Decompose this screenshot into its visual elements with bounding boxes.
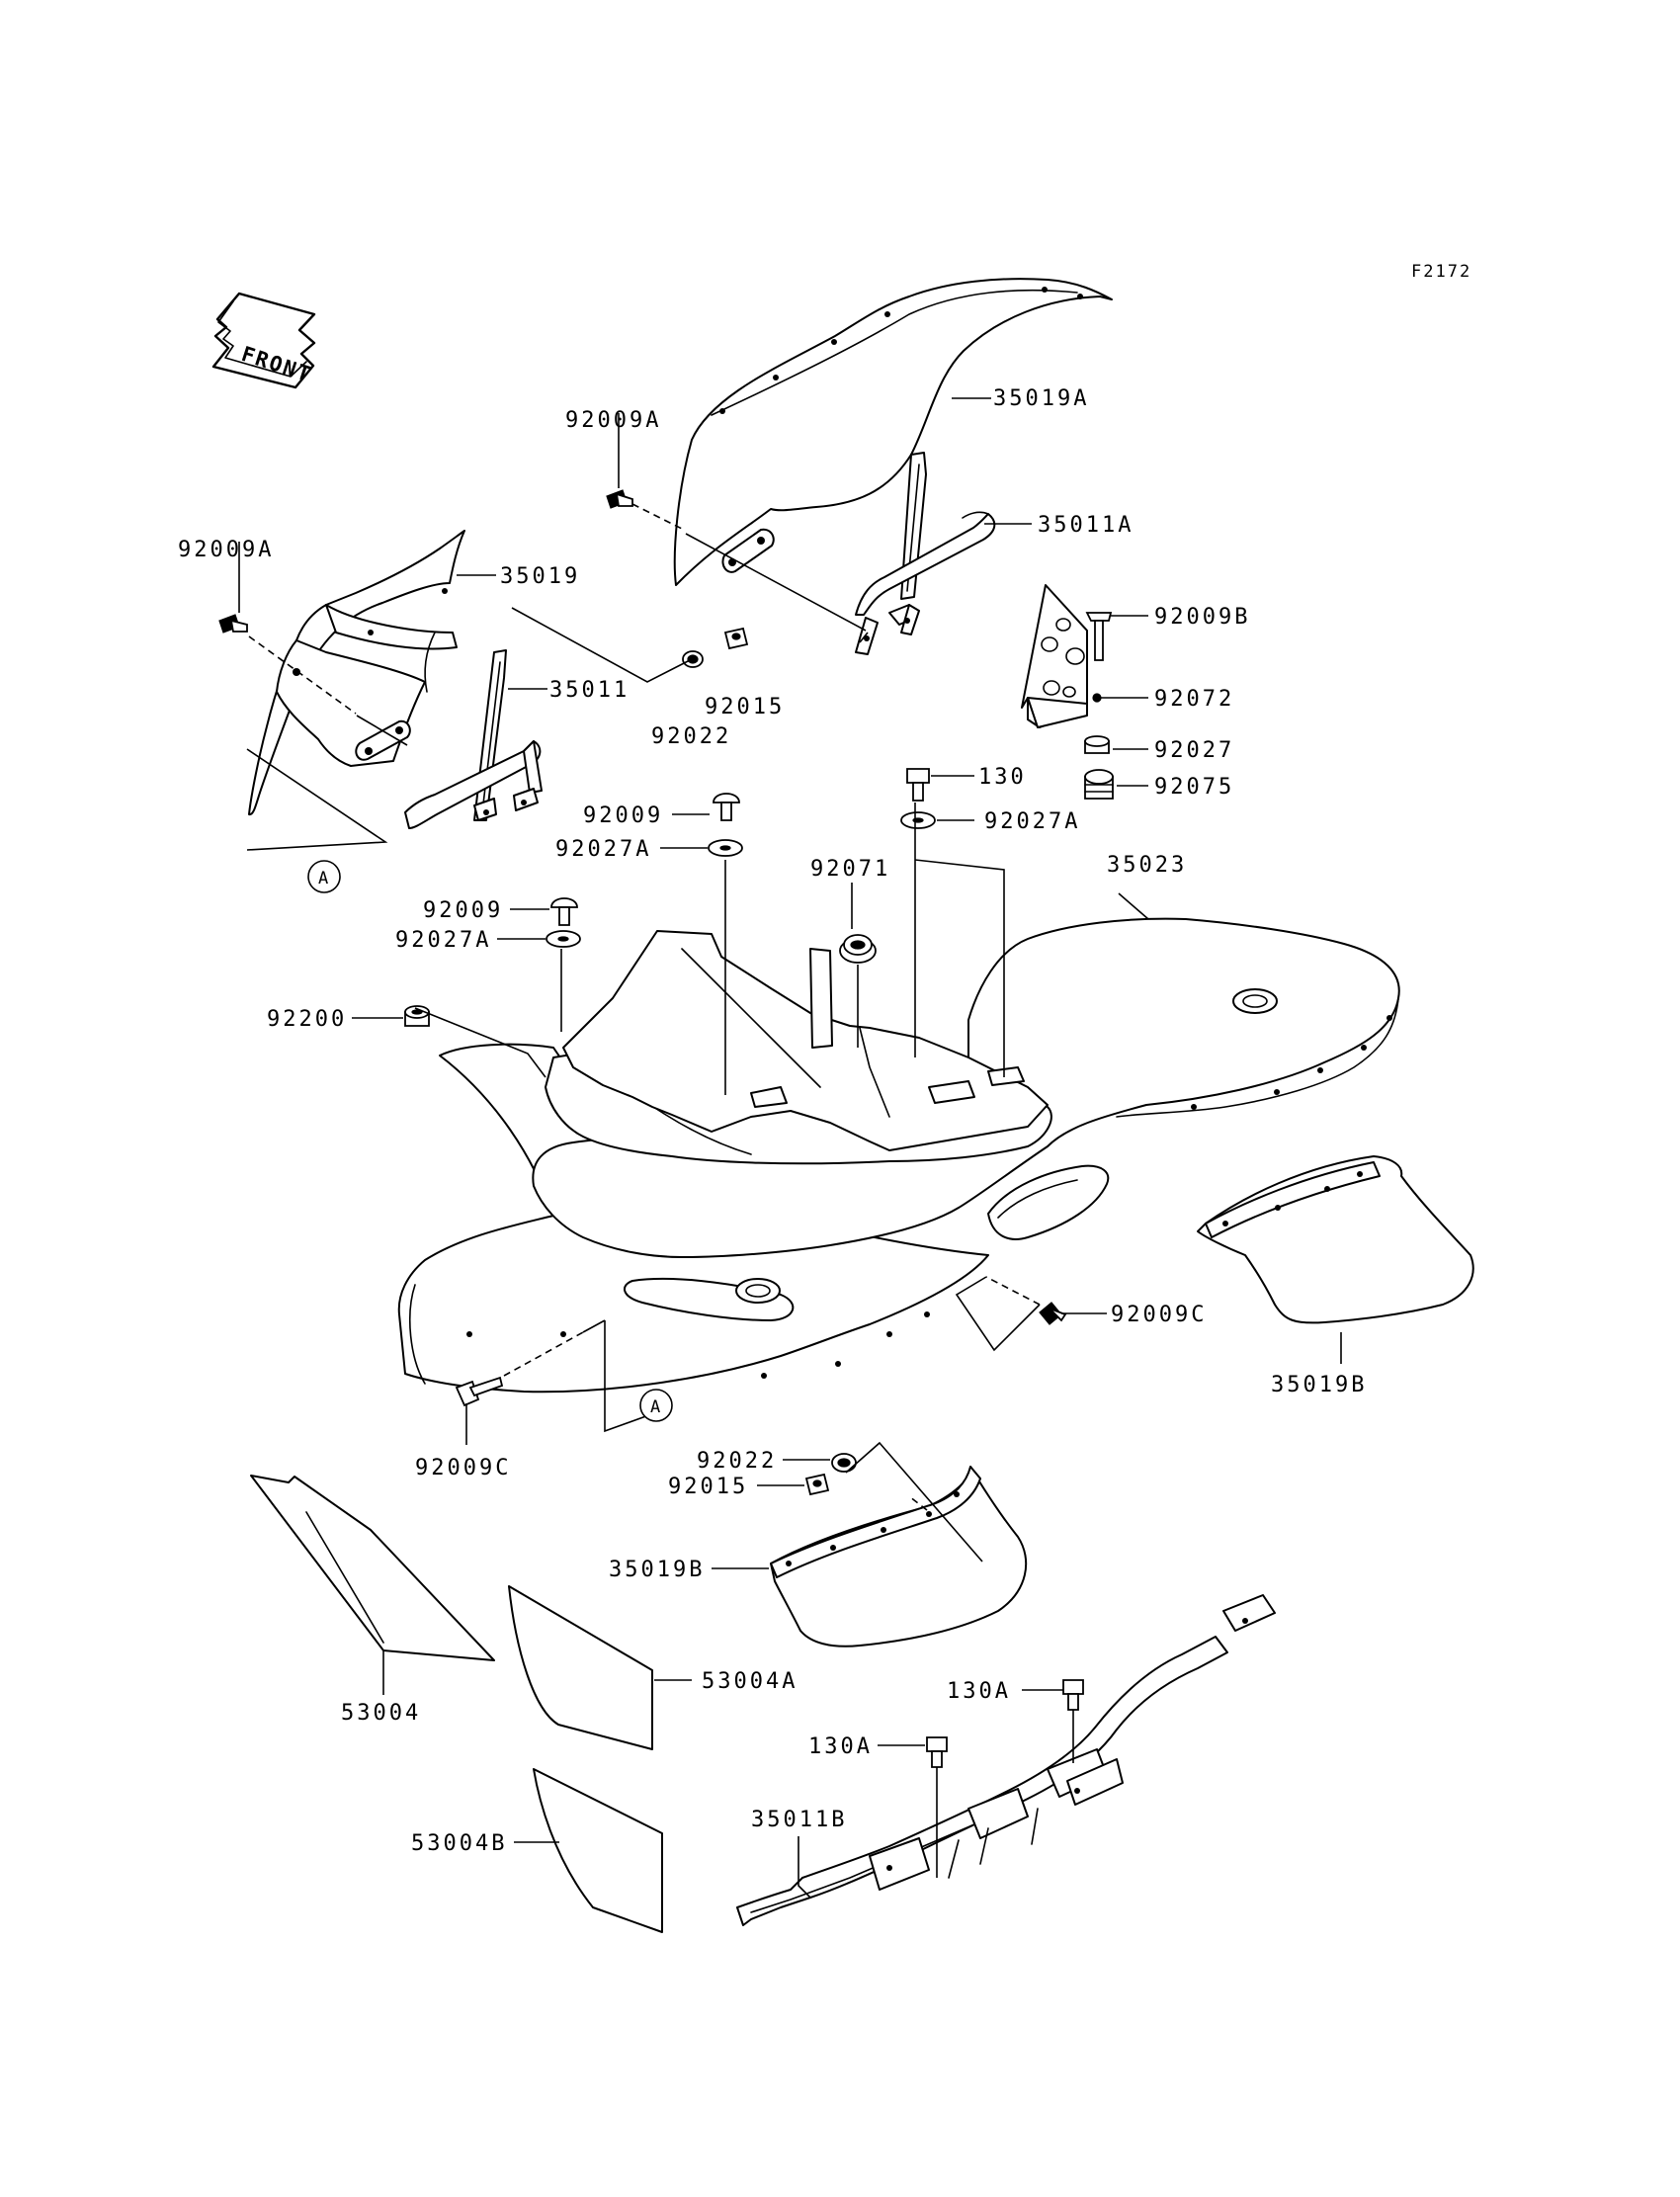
callout-35023: 35023: [1107, 853, 1187, 878]
bolt-92009b-icon: [1085, 612, 1113, 661]
bolt-92009c-right-icon: [1039, 1302, 1067, 1325]
callout-92075: 92075: [1154, 775, 1234, 800]
reference-mark-a-top: A: [307, 860, 341, 893]
part-92072-bracket-icon: [1021, 584, 1102, 728]
part-35011-bracket: [404, 649, 543, 829]
washer-92027a-right-icon: [900, 811, 936, 829]
bolt-92009c-left-icon: [455, 1376, 504, 1407]
grommet-92075-icon: [1084, 769, 1114, 800]
callout-92009a-top: 92009A: [565, 408, 661, 433]
callout-92022-top: 92022: [651, 724, 731, 749]
callout-92009-a: 92009: [583, 803, 663, 828]
part-35019b-mudflap-bottom: [770, 1466, 1028, 1648]
callout-92009a-left: 92009A: [178, 538, 274, 562]
callout-35011b: 35011B: [751, 1808, 847, 1832]
callout-92072: 92072: [1154, 687, 1234, 712]
callout-130: 130: [978, 765, 1027, 790]
part-53004-decal: [250, 1475, 495, 1661]
callout-92009c-right: 92009C: [1111, 1303, 1207, 1327]
callout-92027a-right: 92027A: [984, 809, 1080, 834]
callout-35011a: 35011A: [1038, 513, 1134, 538]
spacer-92200-icon: [404, 1005, 430, 1027]
part-35019b-mudflap-right: [1197, 1155, 1474, 1324]
callout-92009b: 92009B: [1154, 605, 1250, 630]
part-35019a-fender: [673, 278, 1113, 586]
callout-92015-bottom: 92015: [668, 1475, 748, 1499]
part-35023-rear-body: [397, 917, 1400, 1394]
callout-92027a-a: 92027A: [555, 837, 651, 862]
callout-35019b-right: 35019B: [1271, 1373, 1367, 1397]
callout-35019a: 35019A: [993, 386, 1089, 411]
callout-35019: 35019: [500, 564, 580, 589]
callout-92071: 92071: [810, 857, 890, 882]
washer-92027-icon: [1084, 735, 1110, 754]
callout-92015-top: 92015: [705, 695, 785, 719]
figure-code: F2172: [1411, 262, 1471, 282]
part-35011b-bracket: [736, 1594, 1276, 1926]
washer-92027a-a-icon: [708, 839, 743, 857]
callout-35019b-bottom: 35019B: [609, 1558, 705, 1582]
reference-mark-a-bottom: A: [639, 1389, 673, 1422]
part-53004a-decal: [508, 1585, 653, 1750]
bolt-130a-a-icon: [1062, 1679, 1084, 1711]
washer-92027a-b-icon: [546, 930, 581, 948]
bolt-130-icon: [906, 768, 930, 802]
callout-92009-b: 92009: [423, 898, 503, 923]
grommet-92071-icon: [839, 934, 877, 964]
callout-92027a-b: 92027A: [395, 928, 491, 953]
callout-35011: 35011: [549, 678, 630, 703]
callout-92027: 92027: [1154, 738, 1234, 763]
callout-92009c-left: 92009C: [415, 1456, 511, 1480]
front-arrow-icon: FRONT: [211, 292, 316, 389]
callout-53004a: 53004A: [702, 1669, 798, 1694]
callout-92200: 92200: [267, 1007, 347, 1032]
callout-53004: 53004: [341, 1701, 421, 1726]
part-35011a-bracket: [855, 452, 996, 655]
bolt-130a-b-icon: [926, 1736, 948, 1768]
nut-92022-bottom-icon: [831, 1453, 857, 1473]
nut-92015-bottom-icon: [804, 1473, 830, 1496]
reference-mark-a-bottom-label: A: [650, 1397, 662, 1417]
callout-92022-bottom: 92022: [697, 1449, 777, 1474]
bolt-92009a-left-icon: [218, 614, 248, 634]
reference-mark-a-top-label: A: [318, 869, 330, 888]
bolt-92009-b-icon: [550, 897, 578, 926]
callout-53004b: 53004B: [411, 1831, 507, 1856]
part-53004b-decal: [533, 1768, 663, 1933]
callout-130a-a: 130A: [947, 1679, 1011, 1704]
part-inner-frame: [562, 930, 1049, 1151]
callout-130a-b: 130A: [808, 1734, 873, 1759]
bolt-92009-a-icon: [713, 793, 740, 821]
bolt-92009a-top-icon: [606, 489, 633, 509]
nut-92022-top-icon: [682, 650, 704, 668]
nut-92015-top-icon: [723, 627, 749, 650]
